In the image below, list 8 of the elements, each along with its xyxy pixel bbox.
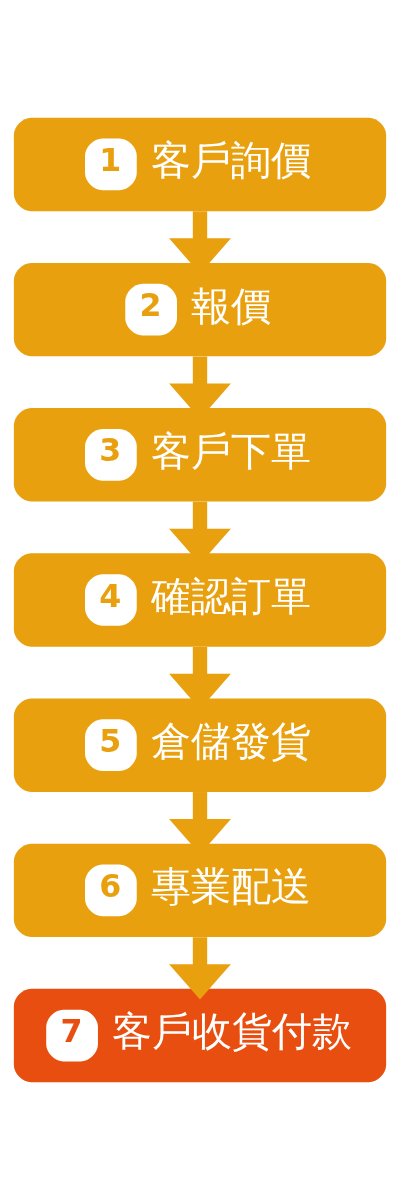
node-box: 4 確認訂單 xyxy=(13,553,387,647)
node-box: 5 倉儲發貨 xyxy=(13,698,387,792)
node-box: 2 報價 xyxy=(13,262,387,357)
node-box: 6 專業配送 xyxy=(13,843,387,938)
node-box: 1 客戶詢價 xyxy=(13,117,387,212)
arrow xyxy=(169,937,231,1000)
node-box: 7 客戶收貨付款 xyxy=(13,988,387,1083)
node-box: 3 客戶下單 xyxy=(13,408,387,502)
